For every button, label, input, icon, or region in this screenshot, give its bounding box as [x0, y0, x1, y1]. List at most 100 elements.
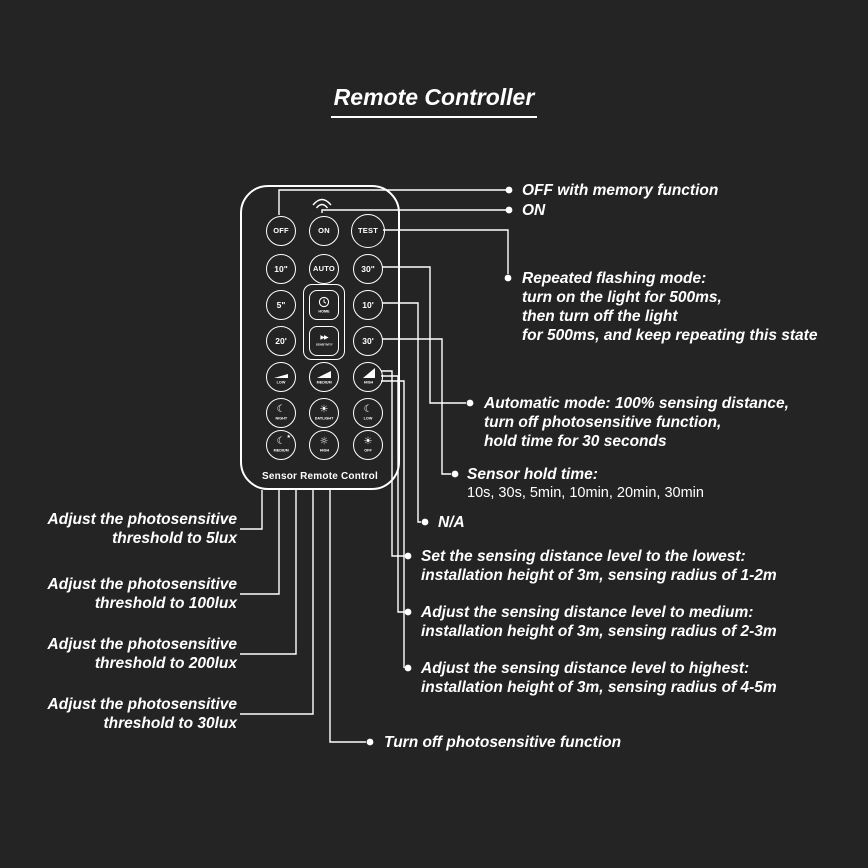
lux-medium-button[interactable]: ☾ ★ MEDIUM	[266, 430, 296, 460]
annotation-line: OFF with memory function	[522, 182, 719, 199]
annotation-title: Sensor hold time:	[467, 466, 598, 483]
distance-high-button[interactable]: HIGH	[353, 362, 383, 392]
lux-low-button[interactable]: ☾ LOW	[353, 398, 383, 428]
annotation-line: Adjust the photosensitive	[47, 576, 237, 593]
fast-forward-icon: ▶▶	[320, 333, 328, 341]
on-button-label: ON	[318, 226, 330, 236]
annotation-line: N/A	[438, 514, 465, 531]
time-30m-button[interactable]: 30'	[353, 326, 383, 356]
annotation-line: ON	[522, 202, 546, 219]
annotation-line: threshold to 30lux	[103, 715, 238, 732]
annotation-automatic-mode: Automatic mode: 100% sensing distance, t…	[484, 394, 789, 451]
lux-night-button[interactable]: ☾ NIGHT	[266, 398, 296, 428]
center-button-group-outline	[303, 284, 345, 360]
on-button[interactable]: ON	[309, 216, 339, 246]
sun-rays-icon: ☼	[319, 435, 329, 447]
test-button[interactable]: TEST	[351, 214, 385, 248]
lux-off-label: OFF	[364, 448, 372, 453]
lux-low-label: LOW	[363, 416, 373, 421]
time-30s-label: 30"	[361, 263, 375, 274]
annotation-line: Turn off photosensitive function	[384, 734, 622, 751]
time-5s-button[interactable]: 5"	[266, 290, 296, 320]
moon-icon: ☾	[276, 435, 286, 447]
annotation-line: Adjust the photosensitive	[47, 696, 237, 713]
sensitivity-button[interactable]: ▶▶ SENSITIVITY	[309, 326, 339, 356]
distance-high-label: HIGH	[363, 381, 373, 385]
annotation-photosensitive-off: Turn off photosensitive function	[384, 733, 621, 752]
auto-button[interactable]: AUTO	[309, 254, 339, 284]
ramp-high-icon	[363, 368, 375, 378]
annotation-line: Adjust the photosensitive	[47, 511, 237, 528]
annotation-flashing-mode: Repeated flashing mode: turn on the ligh…	[522, 269, 817, 345]
annotation-line: turn off photosensitive function,	[484, 414, 722, 431]
annotation-threshold-200lux: Adjust the photosensitive threshold to 2…	[48, 635, 237, 673]
annotation-na: N/A	[438, 513, 465, 532]
annotation-line: turn on the light for 500ms,	[522, 289, 722, 306]
moon-icon: ☾	[363, 403, 373, 415]
time-20m-button[interactable]: 20'	[266, 326, 296, 356]
lux-high-label: HIGH	[319, 448, 329, 453]
annotation-line: Automatic mode: 100% sensing distance,	[484, 395, 789, 412]
distance-low-button[interactable]: LOW	[266, 362, 296, 392]
remote-controller: OFF ON TEST 10" AUTO 30" 5" HOME	[240, 185, 400, 490]
annotation-threshold-30lux: Adjust the photosensitive threshold to 3…	[48, 695, 237, 733]
annotation-line: Set the sensing distance level to the lo…	[421, 548, 746, 565]
annotation-sensor-hold-time: Sensor hold time: 10s, 30s, 5min, 10min,…	[467, 465, 704, 503]
annotation-line: threshold to 200lux	[94, 655, 237, 672]
star-icon: ★	[286, 434, 291, 440]
annotation-distance-medium: Adjust the sensing distance level to med…	[421, 603, 777, 641]
annotation-subtitle: 10s, 30s, 5min, 10min, 20min, 30min	[467, 485, 704, 501]
annotation-line: hold time for 30 seconds	[484, 433, 667, 450]
annotation-line: for 500ms, and keep repeating this state	[522, 327, 818, 344]
annotation-line: installation height of 3m, sensing radiu…	[421, 623, 777, 640]
home-button-label: HOME	[318, 309, 330, 314]
annotation-threshold-5lux: Adjust the photosensitive threshold to 5…	[48, 510, 237, 548]
time-10s-button[interactable]: 10"	[266, 254, 296, 284]
sun-icon: ☀	[363, 435, 373, 447]
time-10m-button[interactable]: 10'	[353, 290, 383, 320]
sensitivity-button-label: SENSITIVITY	[315, 343, 333, 346]
annotation-distance-lowest: Set the sensing distance level to the lo…	[421, 547, 777, 585]
lux-night-label: NIGHT	[275, 416, 287, 421]
time-10s-label: 10"	[274, 263, 288, 274]
annotation-line: threshold to 5lux	[112, 530, 237, 547]
annotation-line: Adjust the sensing distance level to hig…	[421, 660, 750, 677]
annotation-distance-highest: Adjust the sensing distance level to hig…	[421, 659, 777, 697]
time-30s-button[interactable]: 30"	[353, 254, 383, 284]
annotation-line: Repeated flashing mode:	[522, 270, 707, 287]
time-30m-label: 30'	[362, 335, 374, 346]
time-20m-label: 20'	[275, 335, 287, 346]
clock-icon	[318, 296, 330, 307]
lux-off-button[interactable]: ☀ OFF	[353, 430, 383, 460]
annotation-off-memory: OFF with memory function	[522, 181, 718, 200]
off-button[interactable]: OFF	[266, 216, 296, 246]
time-5s-label: 5"	[276, 299, 286, 310]
annotation-line: then turn off the light	[522, 308, 678, 325]
lux-daylight-label: DAYLIGHT	[314, 416, 334, 421]
distance-low-label: LOW	[276, 381, 286, 385]
annotation-threshold-100lux: Adjust the photosensitive threshold to 1…	[48, 575, 237, 613]
remote-footer-text: Sensor Remote Control	[262, 471, 378, 482]
test-button-label: TEST	[358, 226, 378, 236]
annotation-line: Adjust the sensing distance level to med…	[421, 604, 754, 621]
lux-daylight-button[interactable]: ☀ DAYLIGHT	[309, 398, 339, 428]
annotation-line: installation height of 3m, sensing radiu…	[421, 679, 777, 696]
home-button[interactable]: HOME	[309, 290, 339, 320]
sun-icon: ☀	[319, 403, 329, 415]
moon-icon: ☾	[276, 403, 286, 415]
ramp-low-icon	[274, 374, 288, 378]
lux-high-button[interactable]: ☼ HIGH	[309, 430, 339, 460]
distance-medium-button[interactable]: MEDIUM	[309, 362, 339, 392]
page-title-text: Remote Controller	[330, 84, 538, 118]
annotation-line: Adjust the photosensitive	[47, 636, 237, 653]
distance-medium-label: MEDIUM	[316, 381, 332, 385]
annotation-line: installation height of 3m, sensing radiu…	[421, 567, 777, 584]
annotation-line: threshold to 100lux	[94, 595, 237, 612]
page-title: Remote Controller	[0, 84, 868, 118]
auto-button-label: AUTO	[313, 264, 335, 274]
lux-medium-label: MEDIUM	[273, 448, 289, 453]
off-button-label: OFF	[273, 226, 289, 236]
time-10m-label: 10'	[362, 299, 374, 310]
ramp-medium-icon	[317, 371, 331, 378]
